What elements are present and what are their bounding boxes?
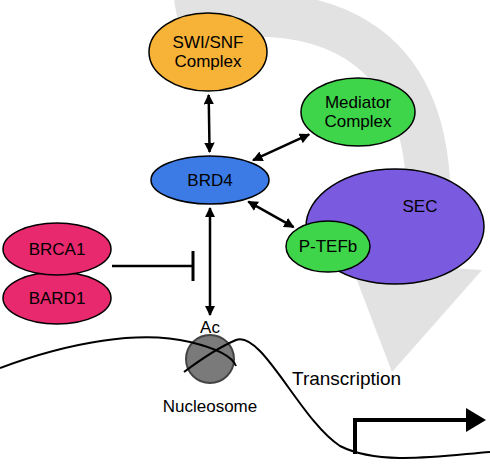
complex-ellipse: P-TEFb bbox=[285, 220, 371, 273]
interaction-arrow bbox=[253, 134, 309, 160]
node-text: Nucleosome bbox=[163, 397, 258, 416]
complex-ellipse: BRCA1 bbox=[2, 222, 112, 276]
nucleosome-node: AcNucleosome bbox=[160, 318, 260, 416]
ellipse-outline bbox=[149, 13, 267, 91]
ellipse-outline bbox=[151, 156, 269, 204]
nucleosome-circle bbox=[186, 335, 234, 383]
complex-ellipse: SWI/SNF Complex bbox=[148, 12, 268, 92]
transcription-start-arrow bbox=[355, 420, 470, 454]
node-text: Mediator Complex bbox=[313, 93, 403, 131]
interaction-arrow bbox=[209, 208, 212, 315]
complex-ellipse: BRD4 bbox=[150, 155, 270, 205]
ellipse-outline bbox=[3, 223, 111, 275]
text-label: Transcription bbox=[292, 368, 401, 390]
node-text: BRCA1 bbox=[29, 240, 86, 259]
interaction-arrow bbox=[248, 202, 293, 228]
complex-ellipse: BARD1 bbox=[2, 271, 112, 325]
node-text: SWI/SNF Complex bbox=[163, 33, 253, 71]
node-text: SEC bbox=[403, 197, 438, 216]
node-text: P-TEFb bbox=[299, 237, 358, 256]
inhibition-line bbox=[112, 265, 192, 268]
ellipse-outline bbox=[301, 78, 415, 146]
complex-ellipse: Mediator Complex bbox=[300, 77, 416, 147]
node-text: BRD4 bbox=[187, 171, 232, 190]
transcription-arrow-head bbox=[466, 408, 486, 432]
ellipse-outline bbox=[286, 221, 370, 272]
node-text: Ac bbox=[200, 318, 220, 337]
node-text: BARD1 bbox=[29, 289, 86, 308]
inhibition-bar bbox=[192, 251, 195, 281]
ellipse-outline bbox=[3, 272, 111, 324]
interaction-arrow bbox=[207, 95, 210, 152]
